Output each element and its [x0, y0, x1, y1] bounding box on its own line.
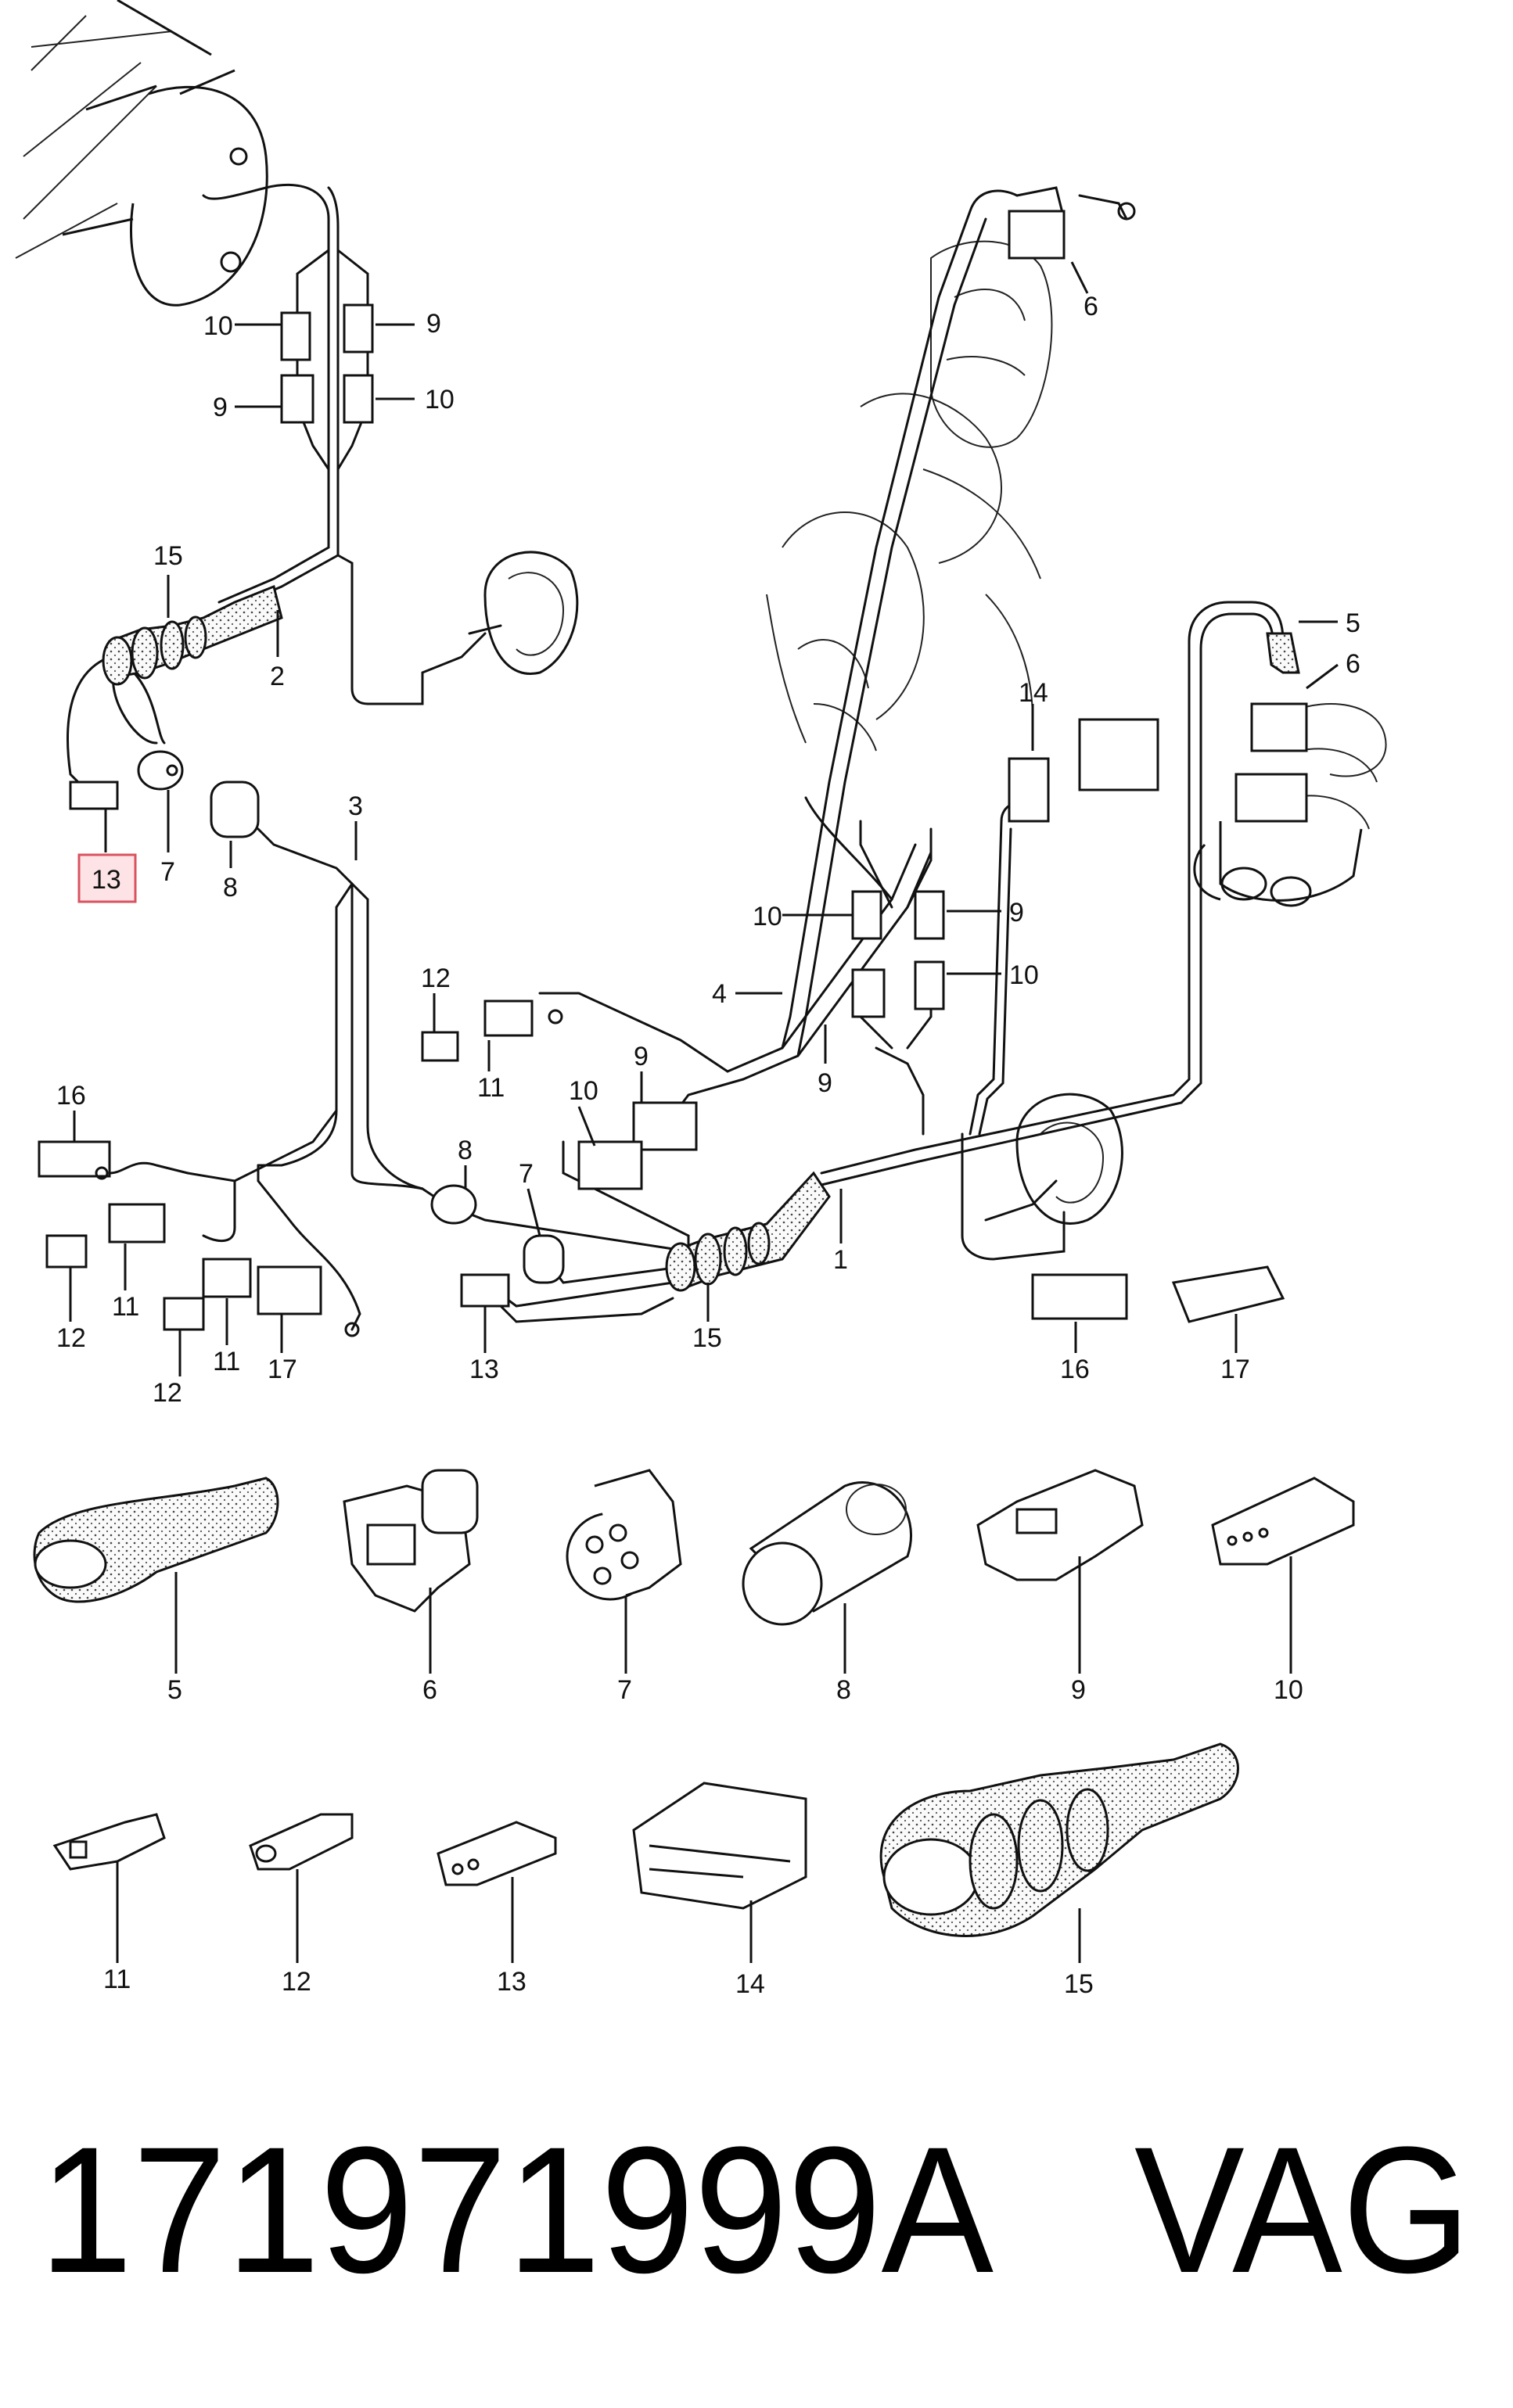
callout-9-part: 9 [1071, 1675, 1086, 1705]
callout-3: 3 [348, 791, 363, 821]
callout-13-lower: 13 [469, 1355, 499, 1384]
callout-6-right: 6 [1346, 649, 1360, 679]
callout-12-left-lower: 12 [153, 1378, 182, 1408]
harness-connectors [38, 202, 1308, 1337]
callout-10-top-right: 10 [425, 385, 455, 414]
sender-disc-lower [984, 1093, 1123, 1225]
callout-11-part: 11 [103, 1965, 131, 1994]
brand-label: VAG [1134, 2109, 1471, 2310]
callout-5-part: 5 [167, 1675, 182, 1705]
callout-8-upper: 8 [223, 873, 238, 903]
part-13-housing [437, 1821, 557, 1963]
callout-7-part: 7 [617, 1675, 632, 1705]
callout-9-top-right: 9 [426, 309, 441, 339]
callout-12-left: 12 [56, 1323, 86, 1353]
part-7-round-plug [566, 1469, 682, 1674]
callout-8-middle: 8 [458, 1136, 473, 1165]
part-9-connector [976, 1469, 1144, 1674]
callout-11-left: 11 [112, 1292, 139, 1322]
callout-16-left: 16 [56, 1081, 86, 1111]
callout-10-middle-right: 10 [1009, 960, 1039, 990]
part-8-cylinder [742, 1481, 912, 1674]
grommet-boot-lower [665, 1171, 831, 1292]
callout-15-lower: 15 [692, 1323, 722, 1353]
solenoid-assembly-right [1193, 703, 1387, 907]
part-number: 171971999A [39, 2109, 994, 2310]
highlight-box [77, 853, 137, 903]
callout-10-middle-left: 10 [753, 902, 782, 931]
callout-4: 4 [712, 979, 727, 1009]
part-11-plug [52, 1813, 166, 1963]
callout-12-part: 12 [282, 1967, 311, 1997]
callout-10-part: 10 [1274, 1675, 1303, 1705]
callout-6-top: 6 [1084, 292, 1098, 321]
callout-7-middle: 7 [519, 1159, 534, 1189]
leader-lines [69, 261, 1339, 1376]
callout-10-top-left: 10 [203, 311, 233, 341]
part-10-housing [1211, 1477, 1355, 1674]
callout-17-left: 17 [268, 1355, 297, 1384]
callout-1: 1 [833, 1245, 848, 1275]
callout-12-middle: 12 [421, 964, 451, 993]
callout-11-middle: 11 [477, 1073, 505, 1103]
callout-9-top-left: 9 [213, 393, 228, 422]
callout-15-upper: 15 [153, 541, 183, 571]
part-14-housing [632, 1782, 807, 1963]
callout-6-part: 6 [422, 1675, 437, 1705]
callout-2: 2 [270, 662, 285, 691]
callout-14-harness: 14 [1019, 678, 1048, 708]
callout-5: 5 [1346, 608, 1360, 638]
callout-13-part: 13 [497, 1967, 526, 1997]
callout-7-upper: 7 [160, 857, 175, 887]
engine-outline-top-left [15, 0, 268, 307]
part-12-plug [249, 1813, 354, 1963]
part-15-boot [879, 1742, 1239, 1963]
callout-16-right: 16 [1060, 1355, 1090, 1384]
sender-disc-upper [421, 551, 579, 675]
callout-9-middle-right: 9 [1009, 898, 1024, 928]
callout-11-left-lower: 11 [213, 1347, 240, 1376]
callout-17-right: 17 [1220, 1355, 1250, 1384]
callout-8-part: 8 [836, 1675, 851, 1705]
grommet-boot-upper [102, 584, 283, 686]
callout-13-highlighted: 13 [92, 865, 121, 895]
part-6-connector [343, 1469, 479, 1674]
callout-10-middle: 10 [569, 1076, 598, 1106]
callout-9-middle-lower: 9 [818, 1068, 832, 1098]
engine-outline-top-right [766, 240, 1053, 752]
part-5-boot [33, 1477, 279, 1674]
callout-labels: 10 9 9 10 15 2 13 7 8 3 6 5 6 14 10 9 10… [56, 292, 1360, 1999]
callout-15-part: 15 [1064, 1969, 1094, 1999]
callout-14-part: 14 [735, 1969, 765, 1999]
callout-9-middle: 9 [634, 1042, 649, 1071]
